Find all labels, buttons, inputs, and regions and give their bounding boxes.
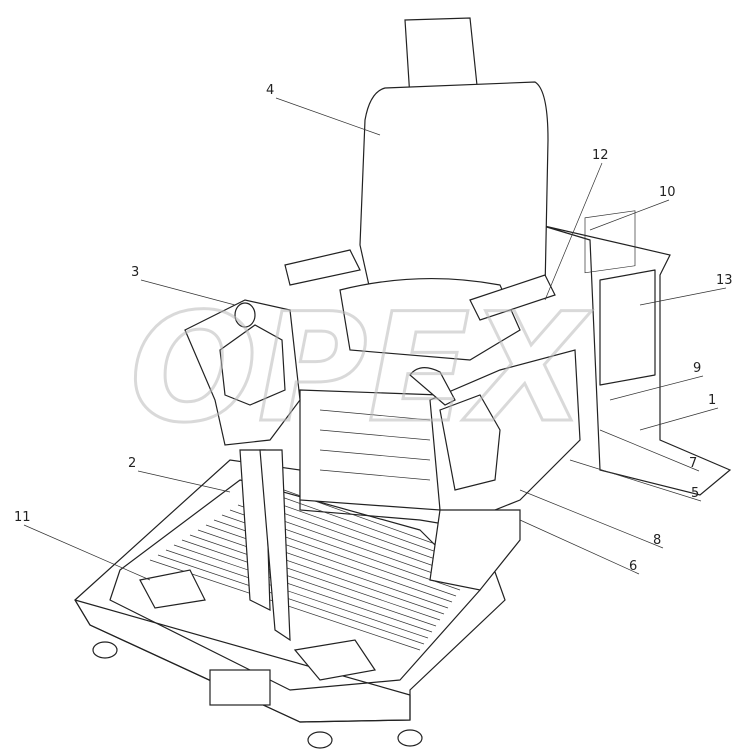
leader-line xyxy=(519,489,664,549)
callout-label: 10 xyxy=(659,185,676,200)
leader-line xyxy=(23,524,151,581)
left-console xyxy=(184,299,301,446)
right-console xyxy=(409,349,581,591)
callout-label: 4 xyxy=(266,83,274,98)
side-plate xyxy=(539,210,732,496)
callout-label: 9 xyxy=(693,361,701,376)
leader-line xyxy=(639,407,719,431)
pedals xyxy=(139,449,377,681)
leader-line xyxy=(519,519,640,575)
leader-line xyxy=(569,459,702,502)
callout-label: 12 xyxy=(592,148,609,163)
leader-line xyxy=(275,97,381,136)
callout-label: 3 xyxy=(131,265,139,280)
callout-label: 1 xyxy=(708,393,716,408)
callout-label: 11 xyxy=(14,510,31,525)
leader-line xyxy=(137,470,231,493)
callout-label: 2 xyxy=(128,456,136,471)
callout-label: 8 xyxy=(653,533,661,548)
leader-line xyxy=(544,162,603,301)
seat xyxy=(284,17,556,511)
watermark: OPEX xyxy=(130,282,592,456)
leader-line xyxy=(589,199,670,231)
leader-line xyxy=(599,429,700,472)
callout-label: 13 xyxy=(716,273,733,288)
leader-line xyxy=(140,279,236,306)
leader-line xyxy=(639,287,727,306)
callout-label: 5 xyxy=(691,486,699,501)
wheels xyxy=(92,641,423,749)
callout-label: 7 xyxy=(689,456,697,471)
callout-label: 6 xyxy=(629,559,637,574)
leader-line xyxy=(609,375,704,401)
